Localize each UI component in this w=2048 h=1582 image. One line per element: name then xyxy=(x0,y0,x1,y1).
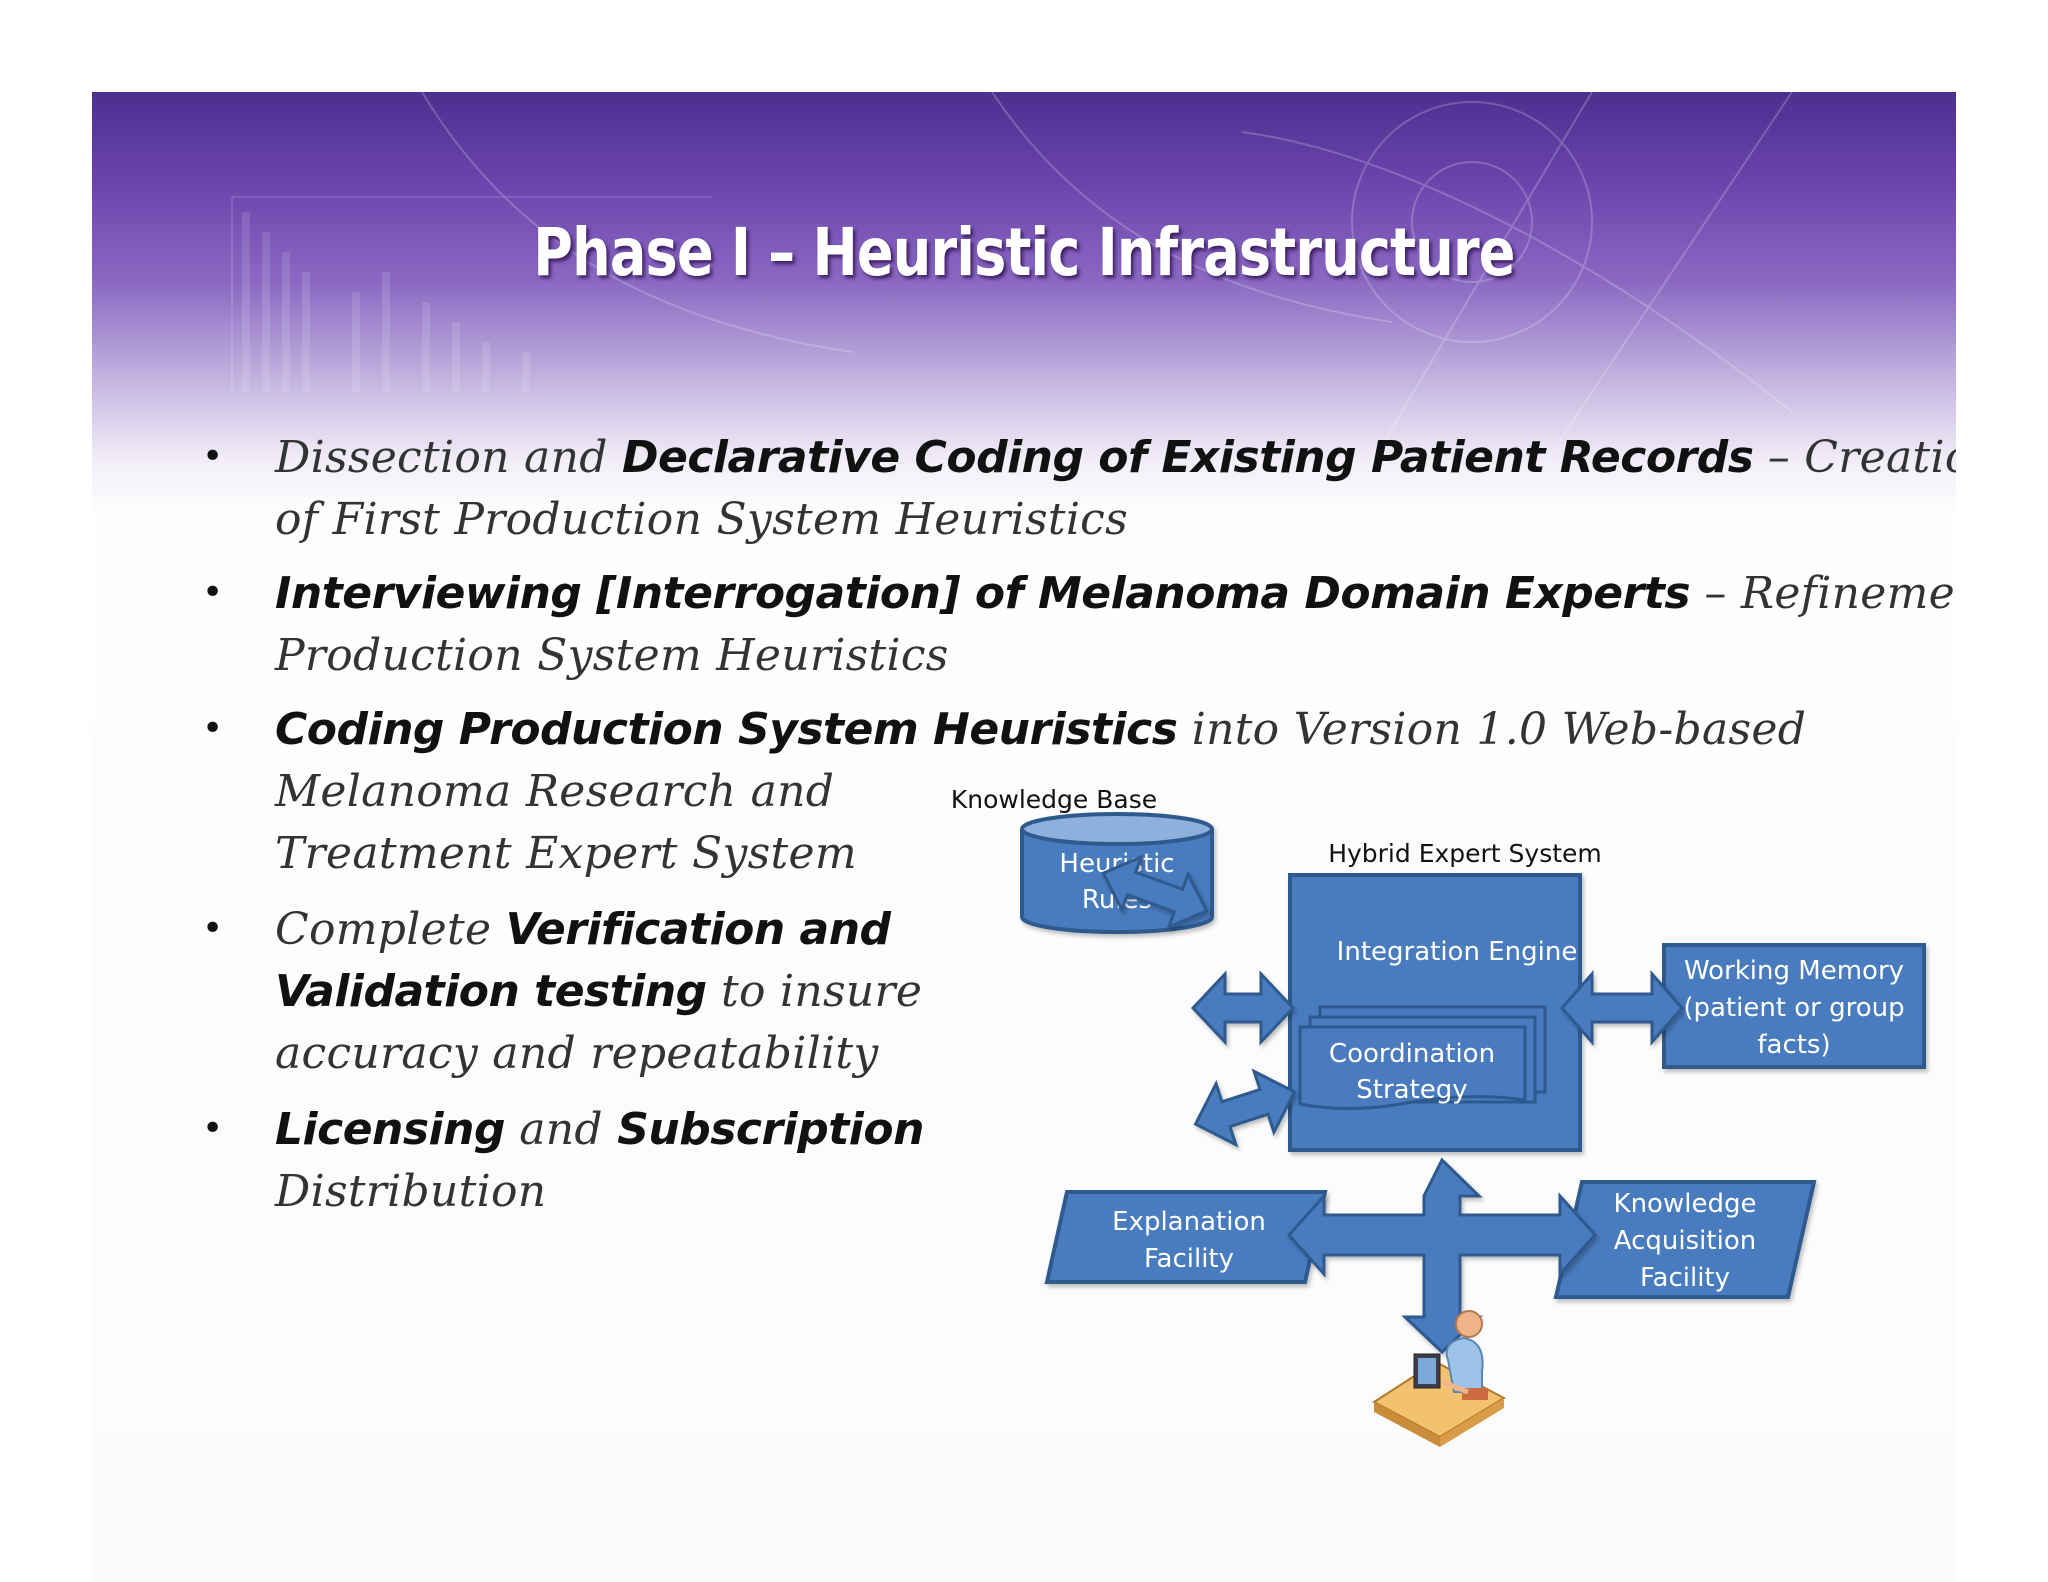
explanation-facility-box xyxy=(1044,1190,1328,1284)
bullet-marker: • xyxy=(202,1108,224,1149)
text-run: – Refinement of xyxy=(1704,568,1956,619)
bullet-2-line-1: Interviewing [Interrogation] of Melanoma… xyxy=(275,568,1956,619)
explanation-facility-line2: Facility xyxy=(1144,1244,1234,1274)
working-memory-line3: facts) xyxy=(1757,1030,1830,1060)
engine-memory-arrow xyxy=(1559,970,1685,1046)
four-way-arrow xyxy=(1286,1157,1598,1355)
bold-phrase: Validation testing xyxy=(275,966,707,1017)
text-run: of First Production System Heuristics xyxy=(275,494,1129,545)
coordination-strategy-docs xyxy=(1298,1005,1547,1111)
text-run: Production System Heuristics xyxy=(275,630,949,681)
text-run: Melanoma Research and xyxy=(275,766,835,817)
bullet-5-line-1: Licensing and Subscription xyxy=(275,1104,924,1155)
text-run: accuracy and repeatability xyxy=(275,1028,879,1079)
title-banner: Phase I – Heuristic Infrastructure xyxy=(92,92,1956,512)
coordination-strategy-line1: Coordination xyxy=(1329,1039,1495,1069)
bold-phrase: Coding Production System Heuristics xyxy=(275,704,1178,755)
bullet-3-line-1: Coding Production System Heuristics into… xyxy=(275,704,1806,755)
working-memory-line1: Working Memory xyxy=(1684,956,1904,986)
knowledge-acquisition-line2: Acquisition xyxy=(1614,1226,1756,1256)
bullet-4-line-1: Complete Verification and xyxy=(275,904,891,955)
bold-phrase: Subscription xyxy=(617,1104,924,1155)
text-run: Dissection and xyxy=(275,432,622,483)
bullet-3-line-2: Melanoma Research and xyxy=(275,766,834,817)
bold-phrase: Interviewing [Interrogation] of Melanoma… xyxy=(275,568,1691,619)
bullet-5-line-2: Distribution xyxy=(275,1166,546,1217)
rules-engine-arrow xyxy=(1101,854,1209,930)
text-run: into Version 1.0 Web-based xyxy=(1177,704,1807,755)
bold-phrase: Verification and xyxy=(505,904,891,955)
bullet-4-line-2: Validation testing to insure xyxy=(275,966,922,1017)
working-memory-line2: (patient or group xyxy=(1683,993,1904,1023)
left-arrow-lower xyxy=(1193,1068,1297,1148)
bullet-marker: • xyxy=(202,908,224,949)
coordination-strategy-line2: Strategy xyxy=(1356,1075,1467,1105)
integration-engine-label: Integration Engine xyxy=(1337,937,1578,967)
slide-title: Phase I – Heuristic Infrastructure xyxy=(533,214,1515,291)
bullet-marker: • xyxy=(202,436,224,477)
bullet-2-line-2: Production System Heuristics xyxy=(275,630,949,681)
hybrid-expert-system-label: Hybrid Expert System xyxy=(1328,839,1602,868)
knowledge-acquisition-line3: Facility xyxy=(1640,1263,1730,1293)
bullet-marker: • xyxy=(202,708,224,749)
knowledge-acquisition-line1: Knowledge xyxy=(1614,1189,1757,1219)
text-run: and xyxy=(504,1104,618,1155)
bullet-4-line-3: accuracy and repeatability xyxy=(275,1028,878,1079)
left-arrow-middle xyxy=(1190,970,1296,1046)
user-at-computer-icon xyxy=(1372,1310,1507,1447)
slide: Phase I – Heuristic Infrastructure • Diss… xyxy=(92,92,1956,1582)
bullet-3-line-3: Treatment Expert System xyxy=(275,828,857,879)
bold-phrase: Licensing xyxy=(275,1104,505,1155)
bullet-marker: • xyxy=(202,572,224,613)
text-run: Distribution xyxy=(275,1166,547,1217)
bullet-1-line-1: Dissection and Declarative Coding of Exi… xyxy=(275,432,1956,483)
text-run: – Creation xyxy=(1767,432,1956,483)
expert-system-diagram: Knowledge Base Heuristic Rules Hybrid Ex… xyxy=(951,785,1926,1447)
working-memory-box xyxy=(1662,943,1926,1069)
banner-decoration xyxy=(231,92,1793,512)
knowledge-base-label: Knowledge Base xyxy=(951,785,1157,814)
explanation-facility-line1: Explanation xyxy=(1112,1207,1266,1237)
text-run: Treatment Expert System xyxy=(275,828,857,879)
bullet-list: • Dissection and Declarative Coding of Ex… xyxy=(92,92,1956,1582)
text-run: to insure xyxy=(706,966,923,1017)
bullet-1-line-2: of First Production System Heuristics xyxy=(275,494,1128,545)
text-run: Complete xyxy=(275,904,506,955)
bold-phrase: Declarative Coding of Existing Patient R… xyxy=(621,432,1754,483)
